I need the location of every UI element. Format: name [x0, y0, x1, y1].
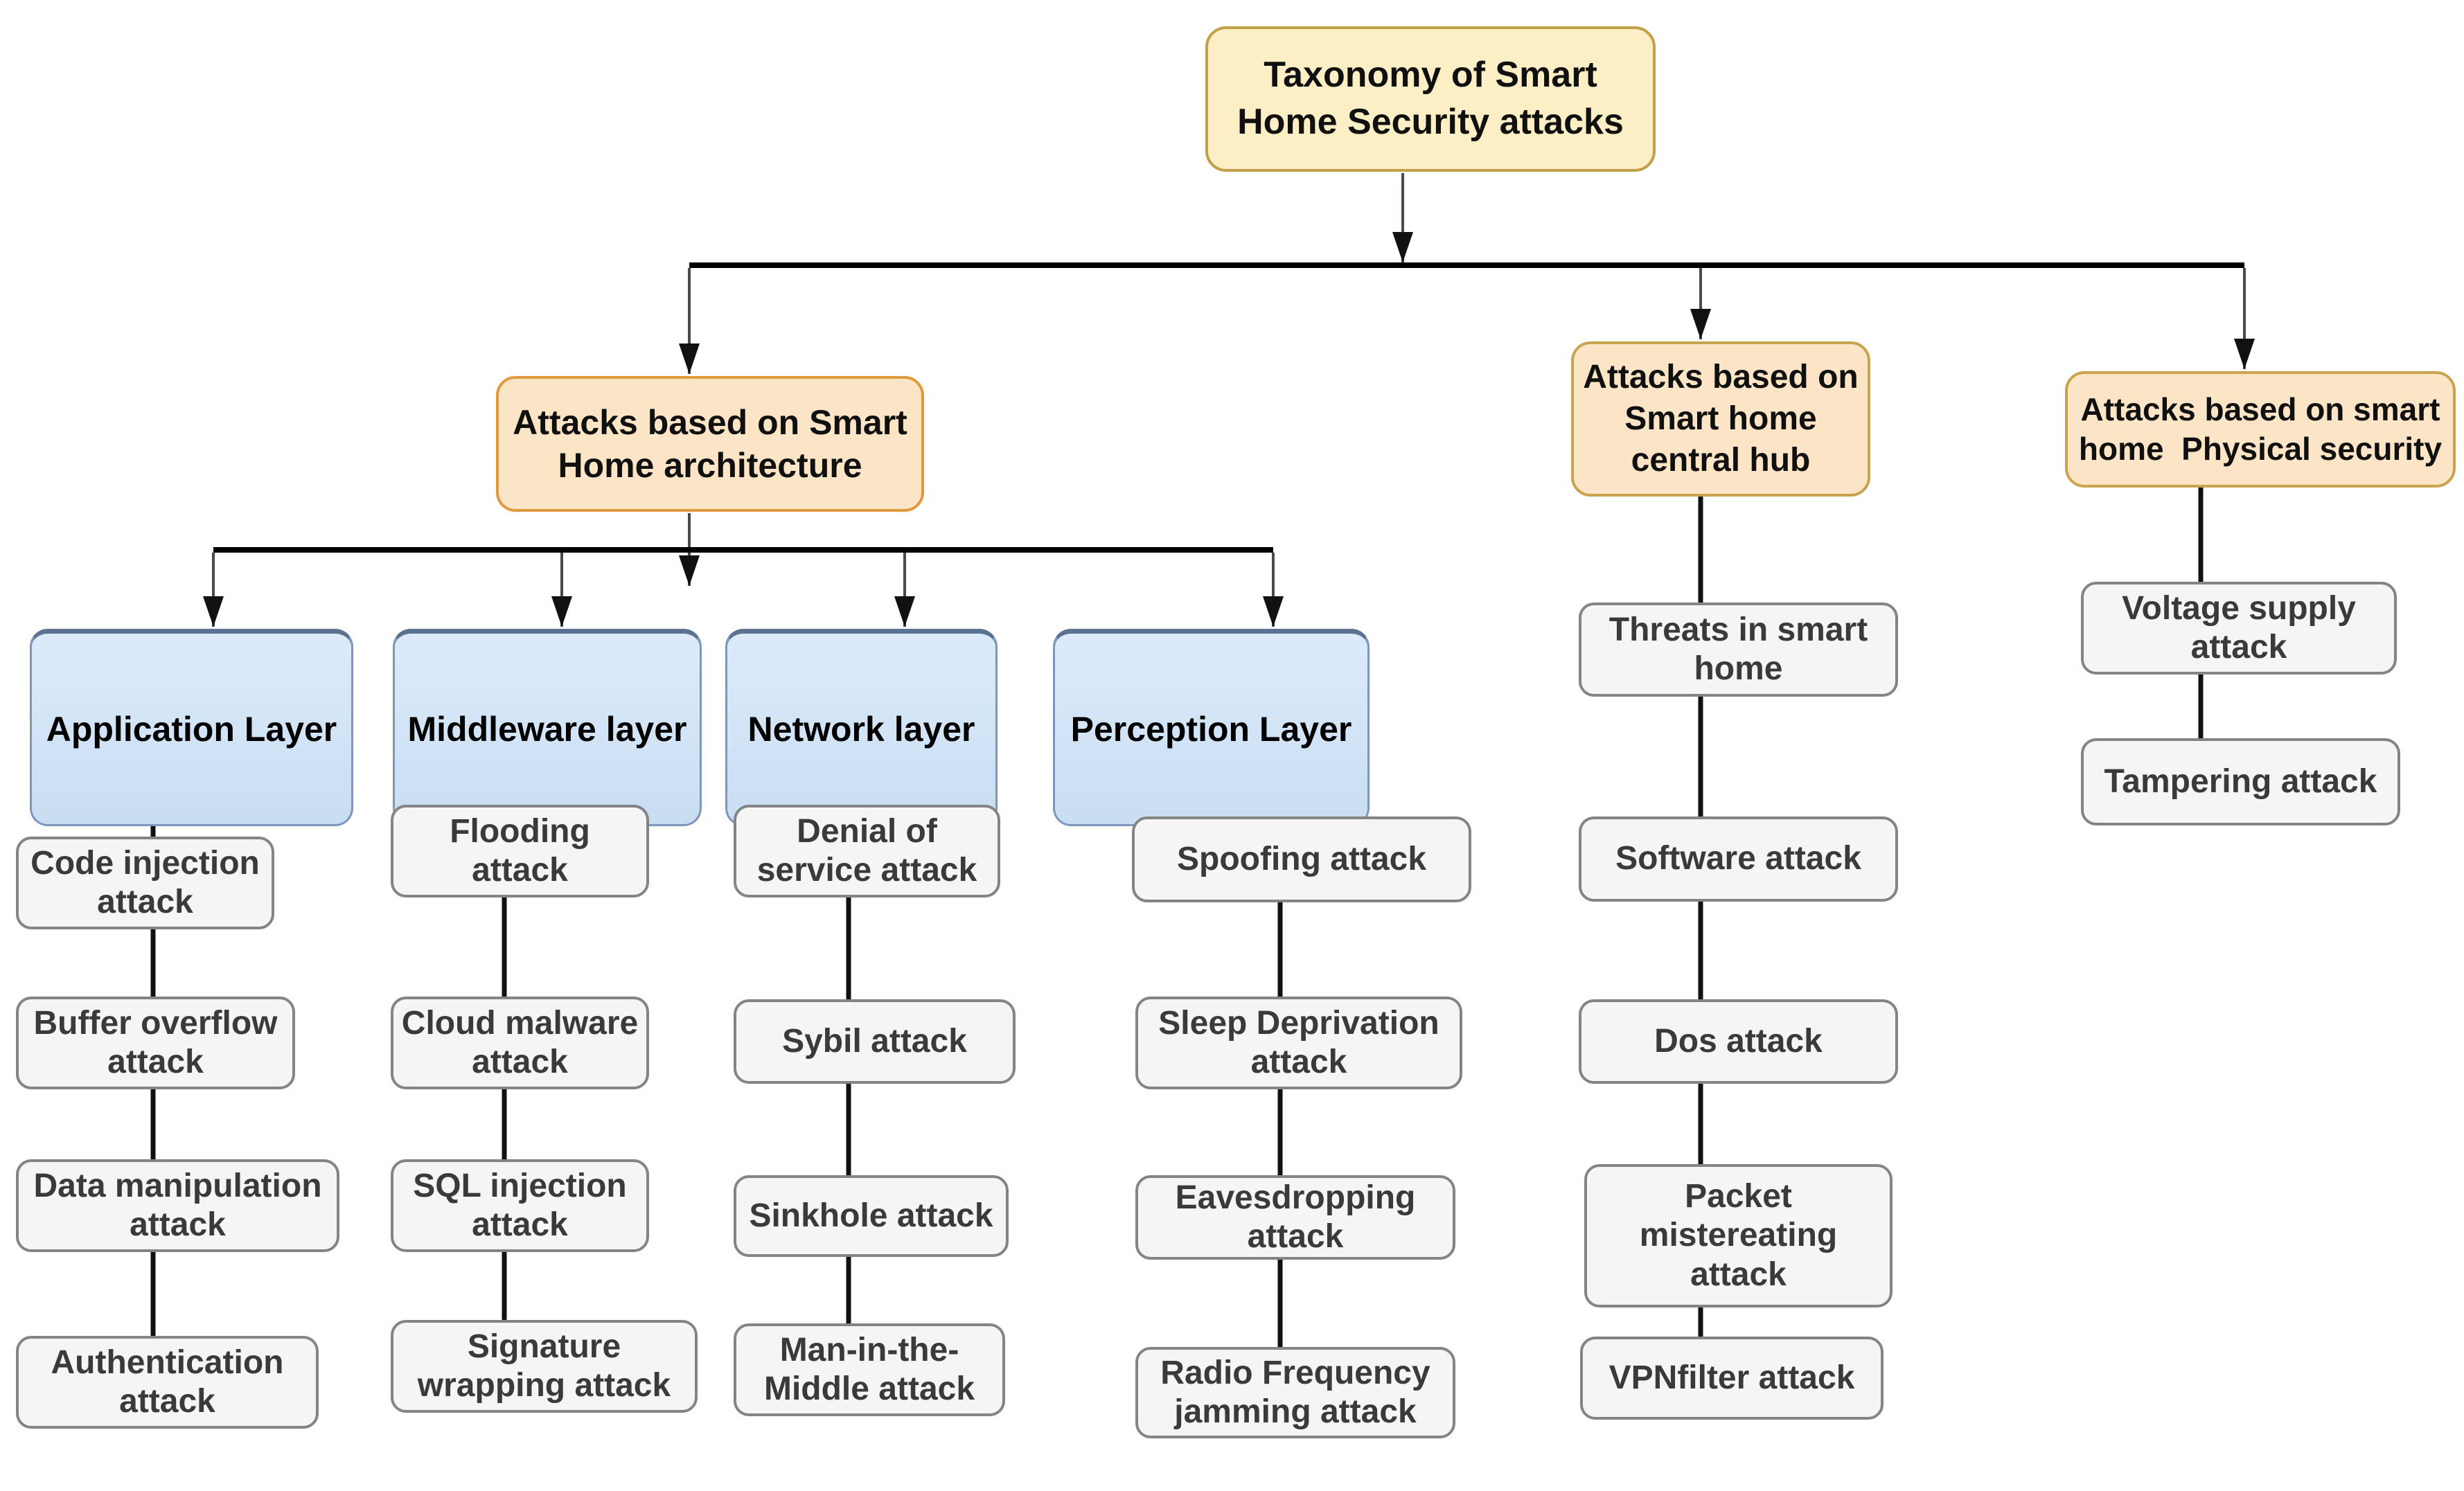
node-voltage-supply-attack: Voltage supply attack [2081, 582, 2397, 675]
node-software-attack: Software attack [1579, 816, 1898, 902]
node-cloud-malware-attack: Cloud malware attack [391, 997, 649, 1089]
branch-central-hub: Attacks based on Smart home central hub [1571, 341, 1870, 497]
node-radio-frequency-jamming-attack: Radio Frequency jamming attack [1135, 1347, 1455, 1438]
layer-perception: Perception Layer [1053, 629, 1370, 826]
node-authentication-attack: Authentication attack [16, 1336, 319, 1429]
node-sybil-attack: Sybil attack [734, 999, 1016, 1084]
layer-network: Network layer [725, 629, 998, 826]
node-man-in-the-middle-attack: Man-in-the-Middle attack [734, 1323, 1005, 1416]
node-spoofing-attack: Spoofing attack [1132, 816, 1471, 902]
node-sinkhole-attack: Sinkhole attack [734, 1175, 1009, 1257]
node-data-manipulation-attack: Data manipulation attack [16, 1159, 339, 1252]
layer-application: Application Layer [30, 629, 353, 826]
node-tampering-attack: Tampering attack [2081, 738, 2400, 825]
node-buffer-overflow-attack: Buffer overflow attack [16, 997, 295, 1089]
node-packet-mistereating-attack: Packet mistereating attack [1584, 1164, 1893, 1307]
node-signature-wrapping-attack: Signature wrapping attack [391, 1320, 698, 1413]
node-dos-attack: Dos attack [1579, 999, 1898, 1084]
branch-architecture: Attacks based on Smart Home architecture [496, 376, 924, 512]
node-sleep-deprivation-attack: Sleep Deprivation attack [1135, 997, 1462, 1089]
node-denial-of-service-attack: Denial of service attack [734, 805, 1000, 898]
layer-middleware: Middleware layer [393, 629, 702, 826]
level1-edges [679, 173, 2255, 374]
node-eavesdropping-attack: Eavesdropping attack [1135, 1175, 1455, 1260]
root-node: Taxonomy of Smart Home Security attacks [1205, 26, 1656, 172]
node-threats-in-smart-home: Threats in smart home [1579, 602, 1898, 697]
node-vpnfilter-attack: VPNfilter attack [1580, 1337, 1884, 1420]
branch-physical-security: Attacks based on smart home Physical sec… [2065, 371, 2456, 488]
node-sql-injection-attack: SQL injection attack [391, 1159, 649, 1252]
node-flooding-attack: Flooding attack [391, 805, 649, 898]
node-code-injection-attack: Code injection attack [16, 837, 274, 929]
level2-edges [203, 513, 1284, 627]
